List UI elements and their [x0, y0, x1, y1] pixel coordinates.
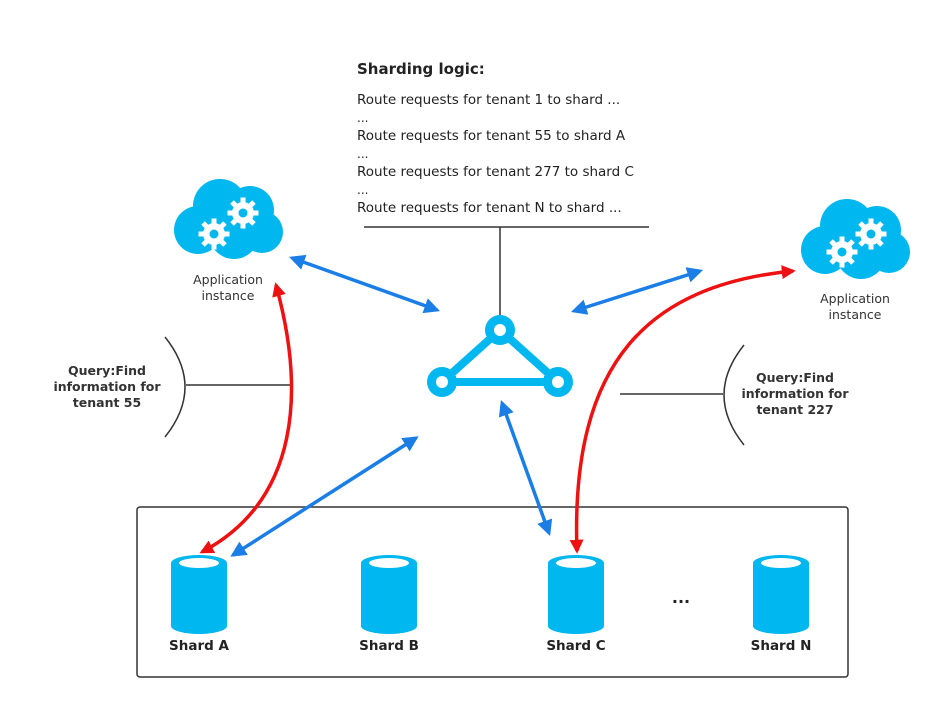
- arrow-app-right-to-shard-c-query: [569, 265, 796, 554]
- logic-ellipsis-1: ...: [357, 111, 368, 125]
- shard-n-label: Shard N: [751, 638, 812, 654]
- sharding-logic-title: Sharding logic:: [357, 60, 485, 78]
- query-left-line2: information for: [53, 379, 161, 394]
- query-right-line1: Query:Find: [756, 370, 834, 385]
- query-left-line3: tenant 55: [73, 395, 141, 410]
- query-right-line2: information for: [741, 386, 849, 401]
- logic-ellipsis-3: ...: [357, 183, 368, 197]
- shard-n-database-icon: [753, 555, 809, 634]
- query-left-bracket: [164, 336, 186, 438]
- shard-b-database-icon: [361, 555, 417, 634]
- shard-c-database-icon: [548, 555, 604, 634]
- logic-line-tenant-277: Route requests for tenant 277 to shard C: [357, 164, 634, 180]
- app-right-label-line1: Application: [820, 291, 890, 306]
- app-left-label-line2: instance: [202, 288, 255, 303]
- arrow-app-left-to-shard-a-query: [199, 282, 294, 554]
- shards-container: [136, 506, 849, 678]
- query-right-line3: tenant 227: [756, 402, 833, 417]
- app-left-label-line1: Application: [193, 272, 263, 287]
- arrow-app-left-to-router: [289, 254, 440, 314]
- router-icon: [427, 315, 573, 397]
- sharding-logic-block: Sharding logic: Route requests for tenan…: [357, 60, 634, 216]
- app-left-cloud-icon: [174, 179, 283, 259]
- app-right-label-line2: instance: [829, 307, 882, 322]
- app-right-cloud-icon: [801, 199, 910, 279]
- logic-line-tenant-1: Route requests for tenant 1 to shard ...: [357, 92, 620, 108]
- logic-line-tenant-55: Route requests for tenant 55 to shard A: [357, 128, 626, 144]
- shard-a-database-icon: [171, 555, 227, 634]
- shards-ellipsis: ...: [672, 588, 690, 607]
- shard-b-label: Shard B: [359, 638, 419, 654]
- arrow-router-to-shard-a: [230, 436, 419, 557]
- arrow-router-to-app-right: [570, 267, 704, 315]
- arrow-router-to-shard-c: [498, 400, 553, 536]
- shard-a-label: Shard A: [169, 638, 229, 654]
- query-left-line1: Query:Find: [68, 363, 146, 378]
- logic-line-tenant-n: Route requests for tenant N to shard ...: [357, 200, 622, 216]
- shard-c-label: Shard C: [546, 638, 605, 654]
- logic-ellipsis-2: ...: [357, 147, 368, 161]
